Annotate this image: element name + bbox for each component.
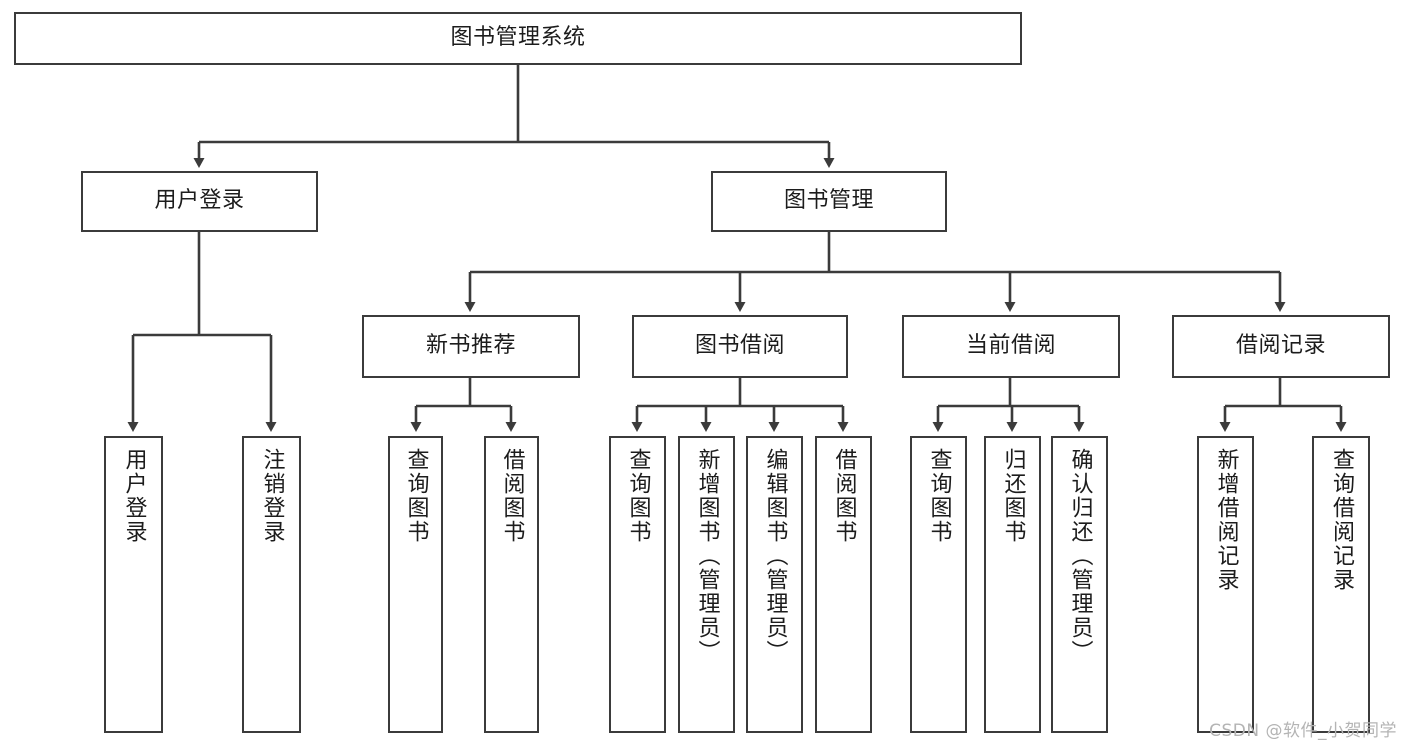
node-book-borrowing[interactable]: 图书借阅: [632, 315, 848, 378]
leaf-query-books-new[interactable]: 查询图书: [388, 436, 443, 733]
node-book-management[interactable]: 图书管理: [711, 171, 947, 232]
node-label: 当前借阅: [965, 333, 1056, 359]
node-label: 查询借阅记录: [1328, 448, 1354, 592]
node-label: 图书管理: [783, 188, 874, 214]
csdn-watermark: CSDN @软件_小贺同学: [1209, 721, 1397, 741]
leaf-borrow-books-new[interactable]: 借阅图书: [484, 436, 539, 733]
leaf-query-borrow-record[interactable]: 查询借阅记录: [1312, 436, 1370, 733]
node-borrow-records[interactable]: 借阅记录: [1172, 315, 1390, 378]
leaf-borrow-books[interactable]: 借阅图书: [815, 436, 872, 733]
node-current-borrowing[interactable]: 当前借阅: [902, 315, 1120, 378]
node-label: 新增借阅记录: [1213, 448, 1239, 592]
node-label: 查询图书: [625, 448, 651, 544]
node-label: 新书推荐: [425, 333, 516, 359]
node-label: 借阅图书: [499, 448, 525, 544]
leaf-edit-book-admin[interactable]: 编辑图书（管理员）: [746, 436, 803, 733]
leaf-query-books-borrow[interactable]: 查询图书: [609, 436, 666, 733]
node-label: 图书借阅: [694, 333, 785, 359]
node-label: 图书管理系统: [450, 25, 586, 51]
leaf-return-books[interactable]: 归还图书: [984, 436, 1041, 733]
leaf-user-login[interactable]: 用户登录: [104, 436, 163, 733]
leaf-logout[interactable]: 注销登录: [242, 436, 301, 733]
node-user-login[interactable]: 用户登录: [81, 171, 318, 232]
leaf-query-books-current[interactable]: 查询图书: [910, 436, 967, 733]
node-root-system[interactable]: 图书管理系统: [14, 12, 1022, 65]
node-label: 确认归还（管理员）: [1067, 448, 1093, 664]
node-label: 新增图书（管理员）: [694, 448, 720, 664]
node-label: 用户登录: [154, 188, 245, 214]
node-label: 查询图书: [926, 448, 952, 544]
node-new-book-recommendation[interactable]: 新书推荐: [362, 315, 580, 378]
leaf-add-book-admin[interactable]: 新增图书（管理员）: [678, 436, 735, 733]
node-label: 借阅记录: [1235, 333, 1326, 359]
node-label: 用户登录: [121, 448, 147, 544]
leaf-confirm-return-admin[interactable]: 确认归还（管理员）: [1051, 436, 1108, 733]
node-label: 归还图书: [1000, 448, 1026, 544]
node-label: 查询图书: [403, 448, 429, 544]
node-label: 借阅图书: [831, 448, 857, 544]
leaf-add-borrow-record[interactable]: 新增借阅记录: [1197, 436, 1254, 733]
node-label: 注销登录: [259, 448, 285, 544]
node-label: 编辑图书（管理员）: [762, 448, 788, 664]
